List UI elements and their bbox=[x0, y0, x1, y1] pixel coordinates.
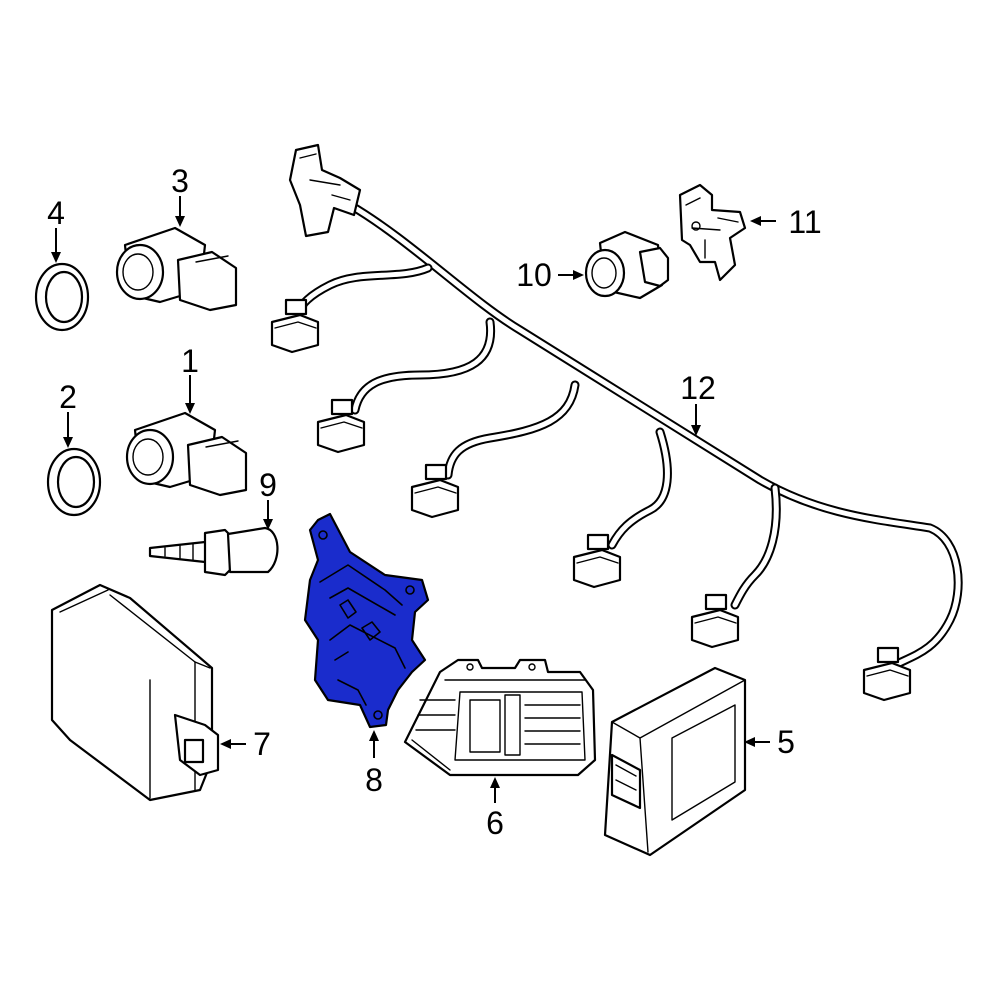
part-4-retaining-ring[interactable] bbox=[34, 262, 90, 332]
part-12-wiring-harness[interactable] bbox=[270, 143, 963, 702]
callout-10: 10 bbox=[516, 257, 552, 293]
part-2-retaining-ring[interactable] bbox=[46, 447, 102, 517]
callout-5: 5 bbox=[777, 724, 795, 760]
callout-4: 4 bbox=[47, 195, 65, 231]
callout-7: 7 bbox=[253, 726, 271, 762]
part-11-bracket[interactable] bbox=[678, 183, 747, 282]
part-8-mounting-bracket[interactable] bbox=[303, 512, 430, 729]
callout-9: 9 bbox=[259, 467, 277, 503]
part-5-module-box[interactable] bbox=[603, 666, 747, 857]
part-3-park-sensor[interactable] bbox=[115, 226, 238, 312]
callout-3: 3 bbox=[171, 163, 189, 199]
callout-8: 8 bbox=[365, 762, 383, 798]
callout-12: 12 bbox=[680, 370, 716, 406]
callout-6: 6 bbox=[486, 805, 504, 841]
leader-lines bbox=[51, 196, 776, 803]
callout-2: 2 bbox=[59, 379, 77, 415]
callout-labels: 1 2 3 4 5 6 7 8 9 10 11 12 bbox=[47, 163, 822, 841]
part-6-electronic-control-unit[interactable] bbox=[403, 658, 597, 777]
callout-11: 11 bbox=[788, 204, 821, 240]
part-1-park-sensor[interactable] bbox=[125, 411, 248, 497]
part-7-control-module[interactable] bbox=[50, 583, 220, 802]
part-10-camera[interactable] bbox=[584, 230, 670, 300]
callout-1: 1 bbox=[181, 343, 199, 379]
part-9-bulb[interactable] bbox=[148, 526, 279, 577]
